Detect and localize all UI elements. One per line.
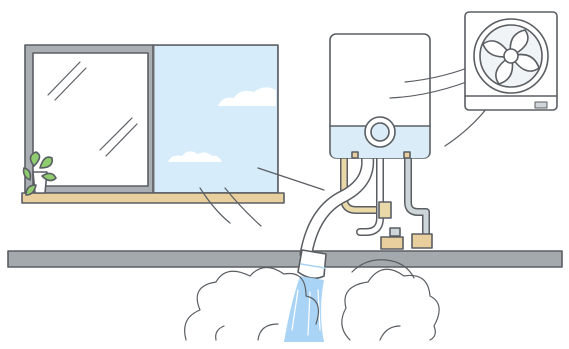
window-icon [22,45,284,203]
floor [8,251,562,267]
window-sill [22,193,284,203]
pipes [344,158,432,249]
exhaust-fan-icon [465,12,557,110]
